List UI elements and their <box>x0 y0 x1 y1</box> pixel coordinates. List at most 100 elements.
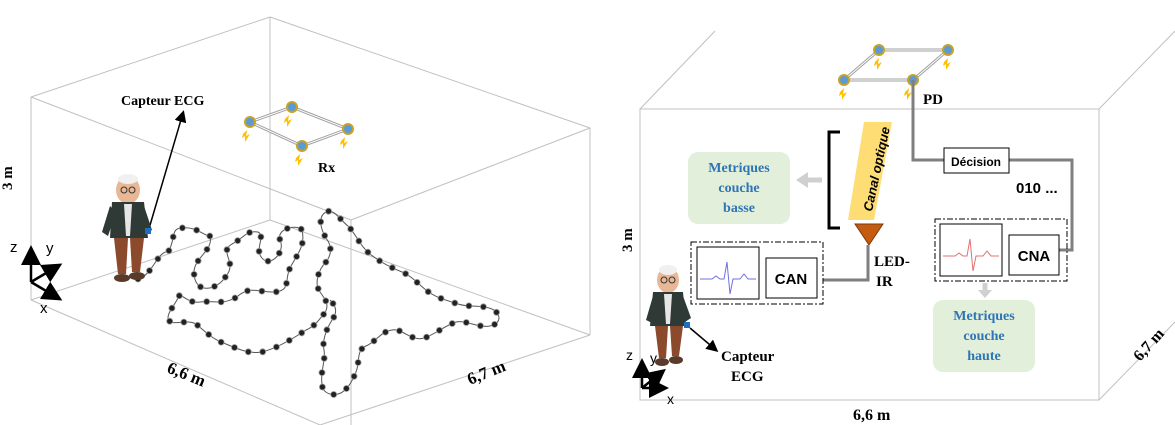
trajectory-point <box>310 321 318 329</box>
trajectory-point <box>244 287 251 295</box>
left-axis-x-label: x <box>40 300 48 317</box>
trajectory-point <box>272 288 280 296</box>
trajectory-point <box>409 333 416 341</box>
trajectory-point <box>217 338 225 346</box>
trajectory-point <box>337 215 344 223</box>
trajectory-point <box>276 235 284 243</box>
led-label-line2: IR <box>876 274 893 290</box>
trajectory-point <box>297 225 305 233</box>
dac-label: CNA <box>1018 248 1051 265</box>
receiver-label: Rx <box>318 161 335 176</box>
elderly-person-figure <box>646 265 691 366</box>
ecg-sensor-icon <box>145 228 151 234</box>
wire-adc-led <box>823 245 870 282</box>
trajectory-point <box>205 331 213 338</box>
sensor-label: Capteur ECG <box>121 94 204 109</box>
trajectory-point <box>318 369 326 377</box>
right-axis-z-label: z <box>626 347 633 363</box>
trajectory-point <box>355 237 363 245</box>
adc-block <box>765 257 818 299</box>
trajectory-point <box>330 313 338 321</box>
trajectory-point <box>479 303 487 311</box>
trajectory-point <box>298 329 306 337</box>
trajectory-point <box>178 224 186 232</box>
right-height-label: 3 m <box>620 228 636 252</box>
trajectory-point <box>298 239 306 247</box>
trajectory-point <box>188 298 196 305</box>
low-metrics-line1: Metriques <box>708 161 770 176</box>
high-metrics-line2: couche <box>963 329 1004 344</box>
dac-block <box>1008 234 1060 276</box>
trajectory-point <box>330 391 338 398</box>
right-sensor-label-line2: ECG <box>731 369 764 385</box>
trajectory-point <box>437 294 445 302</box>
trajectory-point <box>423 333 431 341</box>
trajectory-point <box>491 320 499 328</box>
trajectory-point <box>314 285 322 293</box>
trajectory-point <box>180 318 188 326</box>
trajectory-point <box>285 336 293 344</box>
trajectory-point <box>376 257 384 265</box>
trajectory-point <box>146 267 153 275</box>
trajectory-point <box>231 294 239 302</box>
trajectory-point <box>462 319 470 326</box>
trajectory-point <box>325 207 333 215</box>
trajectory-point <box>246 229 254 236</box>
receiver-group <box>934 218 1068 282</box>
trajectory-point <box>197 283 204 291</box>
trajectory-point <box>211 282 218 290</box>
high-metrics-line3: haute <box>967 349 1000 364</box>
trajectory-point <box>476 322 484 330</box>
left-width-label: 6,6 m <box>165 358 209 390</box>
rx-node <box>296 140 308 152</box>
trajectory-point <box>223 246 231 254</box>
trajectory-point <box>396 327 403 335</box>
trajectory-point <box>258 287 266 295</box>
trajectory-point <box>493 308 500 316</box>
elderly-person-figure <box>102 174 152 282</box>
high-metrics-line1: Metriques <box>953 309 1015 324</box>
dac-ecg-trace <box>943 238 999 272</box>
trajectory-point <box>320 354 328 362</box>
low-metrics-line2: couche <box>718 181 759 196</box>
trajectory-point <box>257 233 265 241</box>
trajectory-point <box>286 265 293 273</box>
trajectory-point <box>166 317 174 325</box>
left-height-label: 3 m <box>0 166 16 190</box>
trajectory-point <box>370 337 378 345</box>
trajectory-point <box>424 288 432 296</box>
trajectory-point <box>382 328 389 336</box>
rx-node <box>244 116 256 128</box>
trajectory-point <box>194 321 202 329</box>
sensor-pointer-arrow <box>689 327 719 352</box>
trajectory-point <box>175 292 183 300</box>
trajectory-point <box>275 249 283 257</box>
ecg-sensor-icon <box>684 322 690 328</box>
trajectory-point <box>154 255 162 263</box>
trajectory-point <box>320 310 328 318</box>
wire-pd-decision <box>911 80 944 162</box>
transmitter-group <box>690 241 824 305</box>
trajectory-point <box>413 278 421 286</box>
left-receiver-array <box>242 101 354 166</box>
trajectory-point <box>354 359 362 366</box>
trajectory-point <box>283 225 291 232</box>
wire-decision-dac <box>1009 158 1074 252</box>
trajectory-point <box>402 270 410 278</box>
trajectory-point <box>293 253 301 260</box>
trajectory-point <box>231 344 238 351</box>
right-axis-y-label: y <box>650 350 657 366</box>
trajectory-point <box>322 297 330 305</box>
trajectory-point <box>264 257 272 265</box>
high-metrics-arrowhead <box>978 290 992 298</box>
trajectory-point <box>165 247 173 255</box>
low-metrics-line3: basse <box>723 201 755 216</box>
trajectory-point <box>190 270 198 278</box>
decision-label: Décision <box>951 155 1001 169</box>
right-room: PD Décision 010 ... Canal optique Metriq… <box>620 30 1175 424</box>
left-room: Rx Capteur ECG z <box>0 16 591 425</box>
led-label-line1: LED- <box>874 254 910 270</box>
right-sensor-label-line1: Capteur <box>721 349 775 365</box>
trajectory-point <box>388 264 396 272</box>
trajectory-point <box>221 273 229 281</box>
